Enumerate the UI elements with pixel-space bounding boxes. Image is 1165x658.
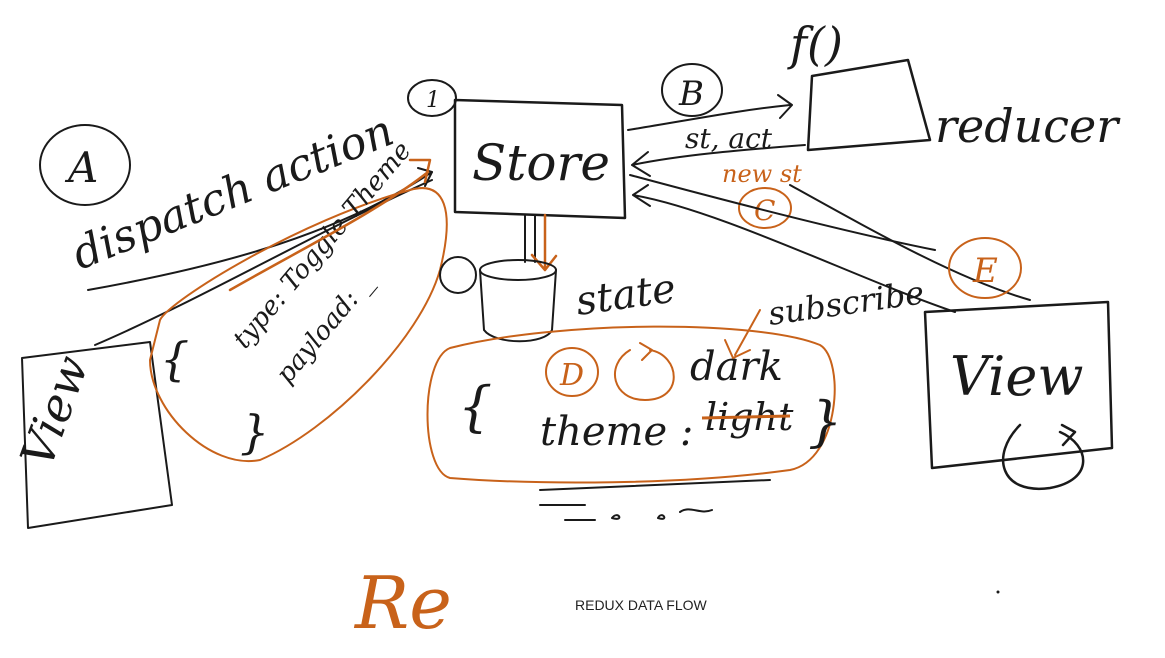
step-b-marker: B xyxy=(661,63,723,117)
st-act-label: st, act xyxy=(685,122,773,155)
store-to-reducer-arrow xyxy=(627,94,793,131)
payload-circle xyxy=(439,256,477,294)
store-to-state-line xyxy=(524,214,536,263)
update-icon xyxy=(613,342,675,401)
store-to-view-arrow xyxy=(629,174,936,251)
step-a-label: A xyxy=(64,143,98,192)
state-object-outline xyxy=(426,325,836,484)
store-box xyxy=(453,98,627,220)
state-label: state xyxy=(573,265,679,324)
svg-text:B: B xyxy=(678,74,704,114)
step-1-marker: 1 xyxy=(407,79,457,117)
svg-text:E: E xyxy=(972,251,998,291)
subscribe-arrow xyxy=(632,184,956,313)
reducer-fn-label: f() xyxy=(787,17,843,71)
action-to-store-arrow xyxy=(228,158,432,292)
store-to-state-arrow xyxy=(530,213,558,272)
step-a-marker: A xyxy=(39,124,131,206)
stray-dot xyxy=(996,590,1000,594)
theme-old-strike xyxy=(701,414,791,420)
scribble-re: Re xyxy=(353,561,452,645)
svg-text:1: 1 xyxy=(426,88,440,113)
reducer-label: reducer xyxy=(935,99,1121,153)
underline-scribble xyxy=(539,479,771,521)
refresh-icon xyxy=(1002,423,1085,491)
subscribe-label: subscribe xyxy=(766,273,927,332)
svg-text:D: D xyxy=(559,358,584,393)
view-right-box xyxy=(923,300,1114,470)
reducer-to-store-arrow xyxy=(631,144,806,177)
new-st-label: new st xyxy=(722,160,802,188)
step-d-marker: D xyxy=(545,347,599,397)
store-label: Store xyxy=(472,134,610,192)
diagram-caption: REDUX DATA FLOW xyxy=(575,597,707,613)
reducer-box xyxy=(806,58,932,152)
reducer-to-view-line xyxy=(789,184,1031,301)
state-open-brace: { xyxy=(458,375,492,438)
action-close-brace: } xyxy=(240,405,269,459)
view-right-label: View xyxy=(950,345,1084,408)
view-left-box xyxy=(21,341,173,529)
step-c-marker: C xyxy=(738,187,792,229)
action-open-brace: { xyxy=(160,332,189,386)
subscribe-to-state-arrow xyxy=(724,309,761,359)
state-cylinder-icon xyxy=(479,259,557,343)
theme-key: theme : xyxy=(540,409,693,455)
step-e-marker: E xyxy=(948,237,1022,299)
state-close-brace: } xyxy=(808,390,842,453)
